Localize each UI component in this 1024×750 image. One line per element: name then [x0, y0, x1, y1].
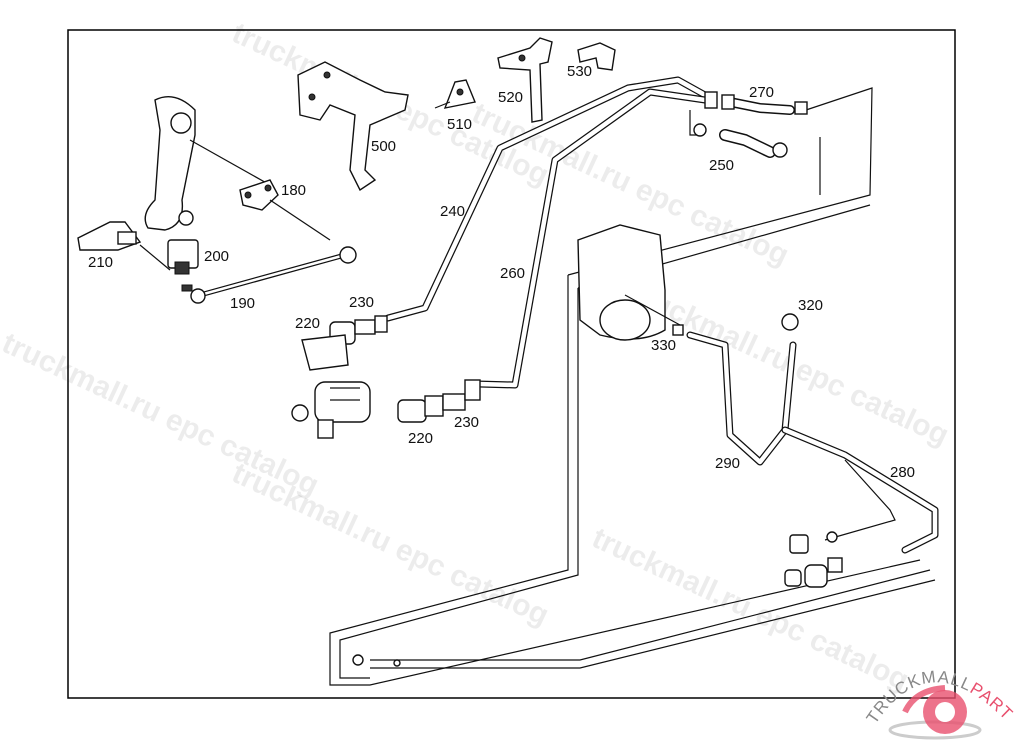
- part-220-upper: [301, 315, 388, 371]
- label-230-upper: 230: [349, 294, 374, 311]
- diagram-frame: [67, 29, 956, 699]
- label-200: 200: [204, 248, 229, 265]
- part-valve: [291, 381, 371, 439]
- part-180: [239, 179, 331, 241]
- hose-270: [725, 97, 795, 115]
- label-250: 250: [709, 157, 734, 174]
- label-520: 520: [498, 89, 523, 106]
- part-190: [181, 246, 357, 304]
- label-530: 530: [567, 63, 592, 80]
- pipe-290: [686, 331, 797, 466]
- part-lever: [144, 96, 271, 231]
- label-270: 270: [749, 84, 774, 101]
- part-530: [577, 42, 616, 71]
- watermark: truckmall.ru epc catalog: [227, 456, 554, 632]
- part-210: [77, 221, 142, 251]
- label-500: 500: [371, 138, 396, 155]
- part-510: [434, 79, 476, 109]
- hose-250: [719, 129, 776, 158]
- label-240: 240: [440, 203, 465, 220]
- label-330: 330: [651, 337, 676, 354]
- part-200: [139, 239, 199, 275]
- label-280: 280: [890, 464, 915, 481]
- label-220-lower: 220: [408, 430, 433, 447]
- part-500: [297, 61, 409, 192]
- label-210: 210: [88, 254, 113, 271]
- part-220-lower: [397, 379, 481, 423]
- part-520: [497, 37, 553, 123]
- watermark: truckmall.ru epc catalog: [587, 521, 914, 697]
- pipe-240: [384, 76, 709, 322]
- label-190: 190: [230, 295, 255, 312]
- label-220-upper: 220: [295, 315, 320, 332]
- label-180: 180: [281, 182, 306, 199]
- watermarks: truckmall.ru epc catalog truckmall.ru ep…: [0, 16, 954, 697]
- pipe-280: [781, 426, 939, 554]
- gear-icon: [902, 685, 967, 734]
- label-290: 290: [715, 455, 740, 472]
- part-fittings: [352, 91, 843, 667]
- label-230-lower: 230: [454, 414, 479, 431]
- housing-outline: [329, 87, 936, 686]
- pipe-260: [474, 88, 709, 389]
- label-320: 320: [798, 297, 823, 314]
- callout-labels: 180 190 200 210 220 220 230 230 240 250 …: [88, 63, 915, 481]
- label-260: 260: [500, 265, 525, 282]
- part-tank: [577, 224, 681, 341]
- label-510: 510: [447, 116, 472, 133]
